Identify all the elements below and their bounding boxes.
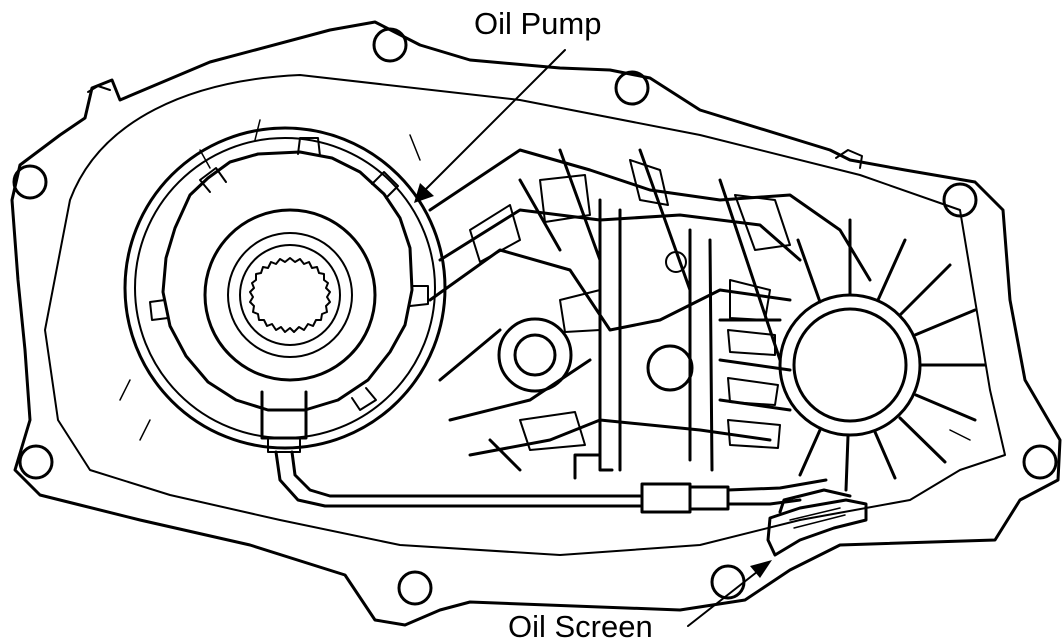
bolt-hole (1022, 444, 1058, 480)
center-boss-inner (513, 333, 557, 377)
output-bore-inner (792, 307, 908, 423)
output-ribs (796, 218, 987, 492)
pump-hub-outer (203, 208, 377, 382)
pump-outlet-fitting (260, 390, 308, 440)
pump-tabs (149, 137, 429, 411)
splined-bore (249, 257, 331, 333)
pump-housing-ring-inner (134, 137, 436, 439)
tube-union (640, 482, 692, 514)
pump-hub-inner (239, 244, 341, 346)
rib-web (428, 148, 872, 472)
rib-pockets (469, 159, 791, 451)
oil-tube (274, 450, 642, 508)
bolt-hole (12, 164, 48, 200)
flange-tab (835, 149, 863, 169)
bolt-hole (372, 27, 408, 63)
flange-tab (87, 85, 111, 93)
oil-pump-label: Oil Pump (474, 6, 602, 41)
oil-pump-leader (419, 49, 566, 196)
oil-screen-arrowhead (750, 560, 772, 578)
housing-outline (10, 20, 1062, 627)
bolt-holes (12, 27, 1058, 606)
bolt-hole (397, 570, 433, 606)
oil-screen-label: Oil Screen (508, 609, 653, 644)
pump-housing-ring (123, 126, 447, 450)
oil-screen (766, 498, 868, 557)
surface-shading (119, 119, 971, 441)
oil-pump-body (161, 150, 414, 412)
inner-rim (44, 74, 1006, 556)
bolt-hole (18, 444, 54, 480)
pump-hub-mid (227, 232, 353, 358)
bolt-hole (942, 182, 978, 218)
oil-pump-arrowhead (414, 183, 434, 203)
oil-screen-leader (687, 567, 763, 627)
bolt-hole (710, 564, 746, 600)
bolt-hole (614, 70, 650, 106)
rib-plate-hole (646, 344, 694, 392)
tube-clip (573, 453, 614, 480)
center-boss-outer (497, 317, 573, 393)
